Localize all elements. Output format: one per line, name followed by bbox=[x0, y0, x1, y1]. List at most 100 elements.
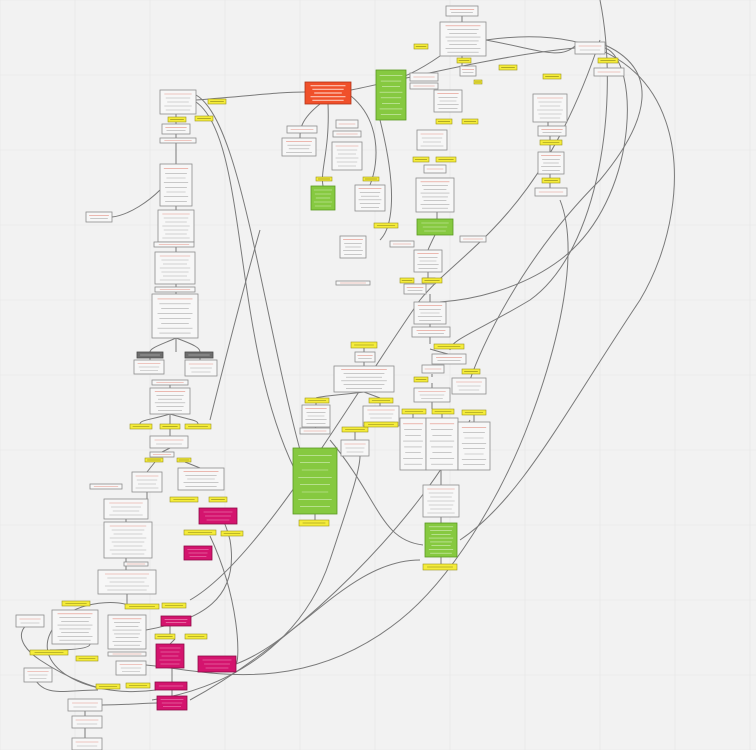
condition-label[interactable] bbox=[461, 118, 479, 125]
note-card[interactable] bbox=[67, 698, 103, 712]
note-card[interactable] bbox=[335, 119, 359, 129]
note-card[interactable] bbox=[331, 141, 363, 171]
note-card[interactable] bbox=[299, 427, 331, 435]
note-card[interactable] bbox=[23, 667, 53, 683]
note-card[interactable] bbox=[103, 498, 149, 520]
note-card[interactable] bbox=[421, 364, 445, 374]
note-card[interactable] bbox=[425, 417, 459, 471]
note-card[interactable] bbox=[537, 151, 565, 175]
success-card[interactable] bbox=[292, 447, 338, 515]
note-card[interactable] bbox=[159, 137, 197, 144]
note-card[interactable] bbox=[339, 235, 367, 259]
condition-label[interactable] bbox=[315, 176, 333, 182]
note-card[interactable] bbox=[389, 240, 415, 248]
note-card[interactable] bbox=[149, 451, 175, 458]
condition-label[interactable] bbox=[412, 156, 430, 163]
condition-label[interactable] bbox=[373, 222, 399, 229]
condition-label[interactable] bbox=[350, 341, 378, 349]
condition-label[interactable] bbox=[184, 423, 212, 430]
condition-label[interactable] bbox=[124, 603, 160, 610]
note-card[interactable] bbox=[409, 82, 439, 90]
condition-label[interactable] bbox=[541, 177, 561, 184]
note-card[interactable] bbox=[153, 241, 195, 248]
note-card[interactable] bbox=[71, 715, 103, 729]
note-card[interactable] bbox=[115, 660, 147, 676]
note-card[interactable] bbox=[157, 209, 195, 243]
condition-label[interactable] bbox=[161, 602, 187, 609]
condition-label[interactable] bbox=[362, 176, 380, 182]
condition-label[interactable] bbox=[176, 457, 192, 463]
note-card[interactable] bbox=[154, 251, 196, 285]
note-card[interactable] bbox=[413, 249, 443, 273]
condition-label[interactable] bbox=[298, 519, 330, 527]
condition-label[interactable] bbox=[183, 529, 217, 536]
note-card[interactable] bbox=[97, 569, 157, 595]
note-card[interactable] bbox=[154, 286, 196, 293]
condition-label[interactable] bbox=[144, 457, 164, 463]
note-card[interactable] bbox=[354, 351, 376, 363]
condition-label[interactable] bbox=[75, 655, 99, 662]
group-header[interactable] bbox=[136, 351, 164, 359]
condition-label[interactable] bbox=[433, 343, 465, 350]
note-card[interactable] bbox=[433, 89, 463, 113]
condition-label[interactable] bbox=[368, 397, 394, 404]
note-card[interactable] bbox=[133, 359, 165, 375]
condition-label[interactable] bbox=[184, 633, 208, 640]
condition-label[interactable] bbox=[341, 426, 369, 433]
note-card[interactable] bbox=[399, 417, 427, 471]
note-card[interactable] bbox=[532, 93, 568, 123]
group-header[interactable] bbox=[184, 351, 214, 359]
condition-label[interactable] bbox=[422, 563, 458, 571]
note-card[interactable] bbox=[451, 377, 487, 395]
note-card[interactable] bbox=[149, 387, 191, 415]
note-card[interactable] bbox=[281, 137, 317, 157]
success-card[interactable] bbox=[310, 185, 336, 211]
note-card[interactable] bbox=[151, 293, 199, 339]
note-card[interactable] bbox=[431, 353, 467, 365]
note-card[interactable] bbox=[123, 561, 149, 567]
condition-label[interactable] bbox=[498, 64, 518, 71]
note-card[interactable] bbox=[459, 65, 477, 77]
note-card[interactable] bbox=[159, 163, 193, 207]
condition-label[interactable] bbox=[363, 421, 399, 428]
success-card[interactable] bbox=[416, 218, 454, 236]
note-card[interactable] bbox=[411, 326, 451, 338]
note-card[interactable] bbox=[413, 301, 447, 325]
condition-label[interactable] bbox=[421, 277, 443, 284]
alert-card[interactable] bbox=[160, 615, 192, 627]
condition-label[interactable] bbox=[456, 57, 472, 64]
note-card[interactable] bbox=[151, 379, 189, 386]
note-card[interactable] bbox=[332, 130, 362, 138]
note-card[interactable] bbox=[593, 67, 625, 77]
condition-label[interactable] bbox=[413, 43, 429, 50]
note-card[interactable] bbox=[422, 484, 460, 518]
condition-label[interactable] bbox=[304, 397, 330, 404]
condition-label[interactable] bbox=[435, 118, 453, 125]
condition-label[interactable] bbox=[154, 633, 176, 640]
note-card[interactable] bbox=[184, 359, 218, 377]
alert-card[interactable] bbox=[156, 695, 188, 711]
success-card[interactable] bbox=[424, 522, 458, 558]
condition-label[interactable] bbox=[461, 409, 487, 416]
title-card[interactable] bbox=[304, 81, 352, 105]
condition-label[interactable] bbox=[473, 79, 483, 85]
note-card[interactable] bbox=[131, 471, 163, 493]
note-card[interactable] bbox=[159, 89, 197, 115]
note-card[interactable] bbox=[301, 404, 331, 428]
alert-card[interactable] bbox=[155, 643, 185, 669]
condition-label[interactable] bbox=[539, 139, 563, 146]
condition-label[interactable] bbox=[194, 115, 214, 122]
note-card[interactable] bbox=[51, 609, 99, 645]
condition-label[interactable] bbox=[167, 116, 187, 123]
note-card[interactable] bbox=[335, 280, 371, 286]
note-card[interactable] bbox=[161, 123, 191, 135]
note-card[interactable] bbox=[534, 187, 568, 197]
note-card[interactable] bbox=[354, 184, 386, 212]
condition-label[interactable] bbox=[29, 649, 69, 656]
condition-label[interactable] bbox=[159, 423, 181, 430]
condition-label[interactable] bbox=[169, 496, 199, 503]
note-card[interactable] bbox=[445, 5, 479, 17]
note-card[interactable] bbox=[423, 164, 447, 174]
alert-card[interactable] bbox=[197, 655, 237, 673]
condition-label[interactable] bbox=[399, 277, 415, 284]
